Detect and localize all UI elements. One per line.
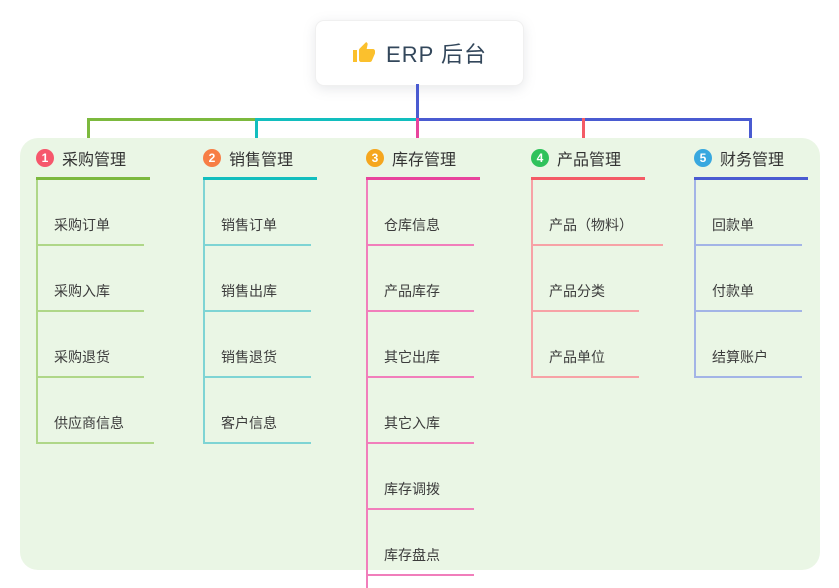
root-node: ERP 后台 [315,20,524,86]
child-node: 产品单位 [533,312,639,378]
child-node: 销售退货 [205,312,311,378]
branch-badge-1: 1 [36,149,54,167]
connector-drop-product [582,118,585,149]
child-node: 客户信息 [205,378,311,444]
branch-column-inventory: 3 库存管理 仓库信息 产品库存 其它出库 其它入库 库存调拨 库存盘点 出库库… [366,146,526,588]
connector-root-vline [416,84,419,121]
child-node: 销售订单 [205,180,311,246]
branch-badge-4: 4 [531,149,549,167]
branch-children-product: 产品（物料） 产品分类 产品单位 [531,180,691,378]
child-node: 产品分类 [533,246,639,312]
branch-children-purchase: 采购订单 采购入库 采购退货 供应商信息 [36,180,196,444]
branch-column-sales: 2 销售管理 销售订单 销售出库 销售退货 客户信息 [203,146,363,444]
child-node: 供应商信息 [38,378,154,444]
connector-hline-left [87,118,258,121]
thumbs-up-icon [353,42,376,62]
child-node: 产品（物料） [533,180,663,246]
branch-badge-2: 2 [203,149,221,167]
connector-drop-purchase [87,118,90,149]
connector-hline-middle [256,118,418,121]
branch-badge-3: 3 [366,149,384,167]
branch-header-inventory: 3 库存管理 [366,146,480,180]
branch-label-inventory: 库存管理 [392,152,457,169]
branch-header-product: 4 产品管理 [531,146,645,180]
child-node: 产品库存 [368,246,474,312]
connector-drop-sales [255,118,258,149]
connector-drop-inventory [416,118,419,151]
branch-column-purchase: 1 采购管理 采购订单 采购入库 采购退货 供应商信息 [36,146,196,444]
child-node: 仓库信息 [368,180,474,246]
branch-children-finance: 回款单 付款单 结算账户 [694,180,839,378]
child-node: 采购入库 [38,246,144,312]
branch-header-purchase: 1 采购管理 [36,146,150,180]
child-node: 出库库明细 [368,576,484,588]
mindmap-panel [20,138,820,570]
branch-label-sales: 销售管理 [229,152,294,169]
branch-column-finance: 5 财务管理 回款单 付款单 结算账户 [694,146,839,378]
child-node: 其它入库 [368,378,474,444]
child-node: 采购订单 [38,180,144,246]
child-node: 回款单 [696,180,802,246]
branch-label-finance: 财务管理 [720,152,785,169]
connector-hline-right [418,118,752,121]
branch-children-inventory: 仓库信息 产品库存 其它出库 其它入库 库存调拨 库存盘点 出库库明细 [366,180,526,588]
branch-header-sales: 2 销售管理 [203,146,317,180]
child-node: 其它出库 [368,312,474,378]
root-label: ERP 后台 [386,42,487,67]
child-node: 库存调拨 [368,444,474,510]
branch-column-product: 4 产品管理 产品（物料） 产品分类 产品单位 [531,146,691,378]
branch-badge-5: 5 [694,149,712,167]
branch-header-finance: 5 财务管理 [694,146,808,180]
connector-drop-finance [749,118,752,149]
child-node: 采购退货 [38,312,144,378]
child-node: 销售出库 [205,246,311,312]
branch-children-sales: 销售订单 销售出库 销售退货 客户信息 [203,180,363,444]
branch-label-product: 产品管理 [557,152,622,169]
child-node: 付款单 [696,246,802,312]
branch-label-purchase: 采购管理 [62,152,127,169]
child-node: 库存盘点 [368,510,474,576]
child-node: 结算账户 [696,312,802,378]
